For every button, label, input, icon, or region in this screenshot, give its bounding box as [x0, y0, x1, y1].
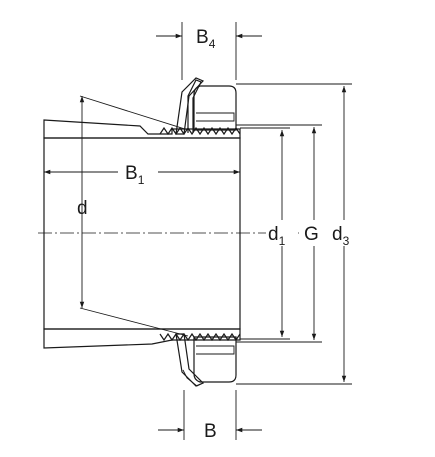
lock-washer-bottom [182, 369, 204, 387]
taper-line-bottom [79, 307, 189, 337]
label-g: G [304, 224, 319, 245]
label-d3: d3 [332, 224, 350, 248]
label-b4: B4 [196, 27, 216, 51]
label-d1: d1 [268, 224, 286, 248]
label-d: d [77, 198, 88, 219]
lock-nut-bottom [175, 333, 237, 387]
label-b: B [204, 421, 217, 442]
taper-line-top [79, 95, 189, 131]
label-b1: B1 [125, 163, 145, 187]
adapter-sleeve [43, 119, 241, 349]
lock-nut-top [175, 77, 237, 135]
